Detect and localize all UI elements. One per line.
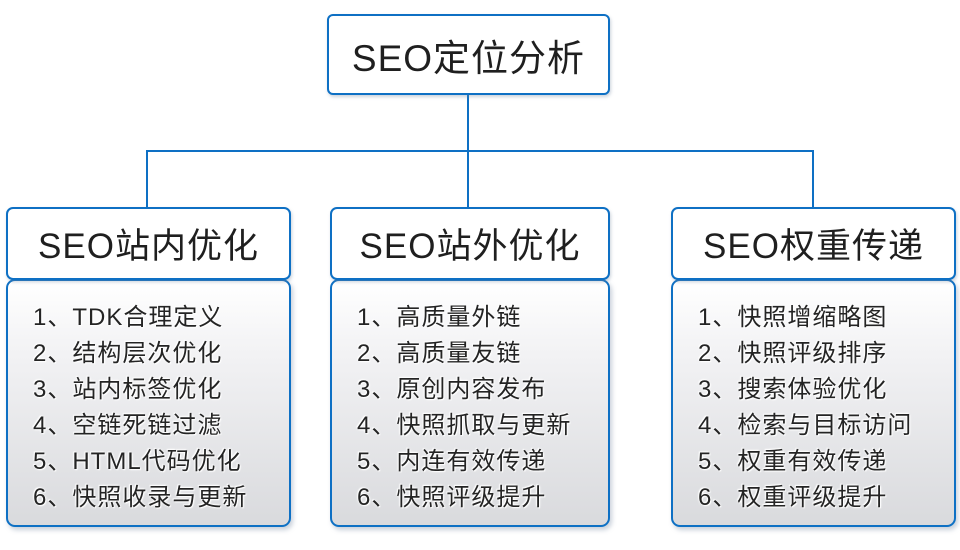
list-item: 4、空链死链过滤 xyxy=(33,412,223,439)
connector-horizontal xyxy=(146,150,814,152)
group-weight-body: 1、快照增缩略图 2、快照评级排序 3、搜索体验优化 4、检索与目标访问 5、权… xyxy=(671,279,956,527)
group-offsite-body: 1、高质量外链 2、高质量友链 3、原创内容发布 4、快照抓取与更新 5、内连有… xyxy=(330,279,610,527)
list-item: 1、TDK合理定义 xyxy=(33,304,224,331)
group-onsite-optimization: SEO站内优化 1、TDK合理定义 2、结构层次优化 3、站内标签优化 4、空链… xyxy=(6,207,291,527)
group-offsite-title: SEO站外优化 xyxy=(359,227,581,266)
list-item: 6、快照评级提升 xyxy=(357,484,547,511)
list-item: 3、原创内容发布 xyxy=(357,376,547,403)
group-weight-title: SEO权重传递 xyxy=(703,227,924,266)
list-item: 4、检索与目标访问 xyxy=(698,412,913,439)
list-item: 2、结构层次优化 xyxy=(33,340,223,367)
group-offsite-optimization: SEO站外优化 1、高质量外链 2、高质量友链 3、原创内容发布 4、快照抓取与… xyxy=(330,207,610,527)
group-onsite-title: SEO站内优化 xyxy=(38,227,259,266)
connector-root-vertical xyxy=(467,95,469,152)
list-item: 4、快照抓取与更新 xyxy=(357,412,572,439)
group-weight-transfer: SEO权重传递 1、快照增缩略图 2、快照评级排序 3、搜索体验优化 4、检索与… xyxy=(671,207,956,527)
list-item: 6、权重评级提升 xyxy=(698,484,888,511)
connector-branch-right xyxy=(812,150,814,208)
list-item: 1、快照增缩略图 xyxy=(698,304,888,331)
connector-branch-center xyxy=(467,150,469,208)
list-item: 1、高质量外链 xyxy=(357,304,522,331)
list-item: 3、搜索体验优化 xyxy=(698,376,888,403)
group-weight-header: SEO权重传递 xyxy=(671,207,956,280)
list-item: 2、快照评级排序 xyxy=(698,340,888,367)
root-node: SEO定位分析 xyxy=(327,14,610,95)
list-item: 5、内连有效传递 xyxy=(357,448,547,475)
group-onsite-header: SEO站内优化 xyxy=(6,207,291,280)
list-item: 6、快照收录与更新 xyxy=(33,484,248,511)
list-item: 5、HTML代码优化 xyxy=(33,448,242,475)
list-item: 2、高质量友链 xyxy=(357,340,522,367)
list-item: 5、权重有效传递 xyxy=(698,448,888,475)
connector-branch-left xyxy=(146,150,148,208)
group-offsite-header: SEO站外优化 xyxy=(330,207,610,280)
list-item: 3、站内标签优化 xyxy=(33,376,223,403)
group-onsite-body: 1、TDK合理定义 2、结构层次优化 3、站内标签优化 4、空链死链过滤 5、H… xyxy=(6,279,291,527)
root-node-label: SEO定位分析 xyxy=(351,37,586,79)
